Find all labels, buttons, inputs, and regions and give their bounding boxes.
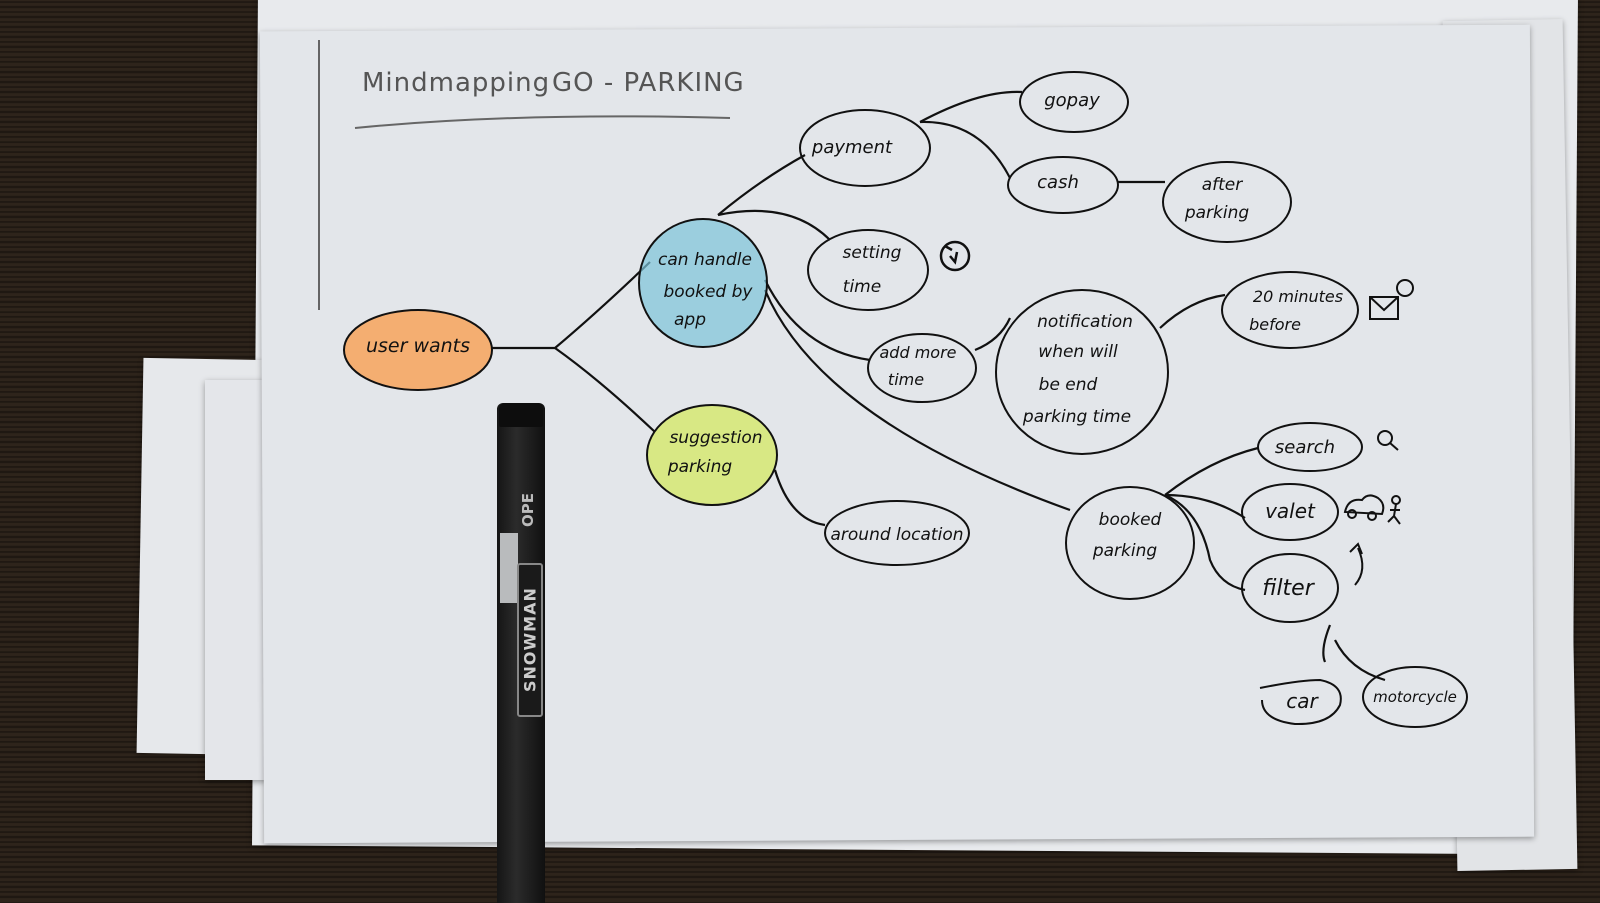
timer-icon xyxy=(939,240,971,272)
svg-text:booked: booked xyxy=(1099,510,1162,530)
svg-text:parking time: parking time xyxy=(1022,407,1131,427)
pen-model-label: OPE xyxy=(519,493,537,527)
svg-text:can handle: can handle xyxy=(658,250,752,270)
svg-text:when will: when will xyxy=(1038,342,1118,362)
svg-text:suggestion: suggestion xyxy=(669,428,762,448)
node-add-more-time: add more time xyxy=(867,333,977,403)
svg-text:car: car xyxy=(1286,689,1319,713)
svg-text:motorcycle: motorcycle xyxy=(1373,688,1457,706)
title-mindmapping: Mindmapping xyxy=(362,68,551,98)
svg-text:valet: valet xyxy=(1265,499,1316,523)
pen-brand-label: SNOWMAN xyxy=(517,563,543,717)
node-filter: filter xyxy=(1241,553,1339,623)
svg-text:notification: notification xyxy=(1037,312,1133,332)
svg-text:parking: parking xyxy=(1092,541,1158,561)
node-motorcycle: motorcycle xyxy=(1362,666,1468,728)
svg-text:setting: setting xyxy=(843,243,902,263)
svg-text:time: time xyxy=(843,277,881,297)
svg-text:user wants: user wants xyxy=(366,335,470,357)
node-booked-parking: booked parking xyxy=(1065,486,1195,600)
search-icon xyxy=(1377,430,1399,451)
svg-text:cash: cash xyxy=(1037,172,1079,193)
node-car: car xyxy=(1259,678,1342,726)
node-search: search xyxy=(1257,422,1363,472)
node-cash: cash xyxy=(1007,156,1119,214)
mail-notification-icon xyxy=(1369,279,1414,320)
node-suggestion-parking: suggestion parking xyxy=(646,404,778,506)
svg-text:gopay: gopay xyxy=(1044,90,1100,111)
node-user-wants: user wants xyxy=(343,309,493,391)
svg-text:after: after xyxy=(1202,175,1244,195)
node-notification: notification when will be end parking ti… xyxy=(995,289,1169,455)
svg-text:payment: payment xyxy=(811,137,893,158)
title-go-parking: GO - PARKING xyxy=(552,68,745,98)
svg-text:around location: around location xyxy=(830,525,963,545)
node-20-minutes-before: 20 minutes before xyxy=(1221,271,1359,349)
svg-text:parking: parking xyxy=(1184,203,1250,223)
margin-line xyxy=(318,40,320,310)
svg-text:be end: be end xyxy=(1039,375,1098,395)
svg-text:app: app xyxy=(674,310,706,330)
node-after-parking: after parking xyxy=(1162,161,1292,243)
node-gopay: gopay xyxy=(1019,71,1129,133)
pen-sticker xyxy=(500,533,518,603)
pen-cap xyxy=(499,403,543,427)
svg-text:before: before xyxy=(1249,315,1301,334)
node-setting-time: setting time xyxy=(807,229,929,311)
svg-text:booked by: booked by xyxy=(664,282,754,302)
node-payment: payment xyxy=(799,109,931,187)
valet-car-person-icon xyxy=(1343,494,1401,525)
svg-text:search: search xyxy=(1275,437,1335,458)
connectors xyxy=(492,90,1386,682)
svg-text:20 minutes: 20 minutes xyxy=(1253,287,1343,306)
svg-text:time: time xyxy=(888,370,924,389)
marker-pen: OPE SNOWMAN xyxy=(497,403,545,903)
arrow-icon xyxy=(1349,542,1364,586)
svg-text:add more: add more xyxy=(880,343,957,362)
node-valet: valet xyxy=(1241,483,1339,541)
svg-text:filter: filter xyxy=(1262,576,1315,601)
node-can-handle-booked-by-app: can handle booked by app xyxy=(638,218,768,348)
node-around-location: around location xyxy=(824,500,970,566)
svg-text:parking: parking xyxy=(667,457,733,477)
